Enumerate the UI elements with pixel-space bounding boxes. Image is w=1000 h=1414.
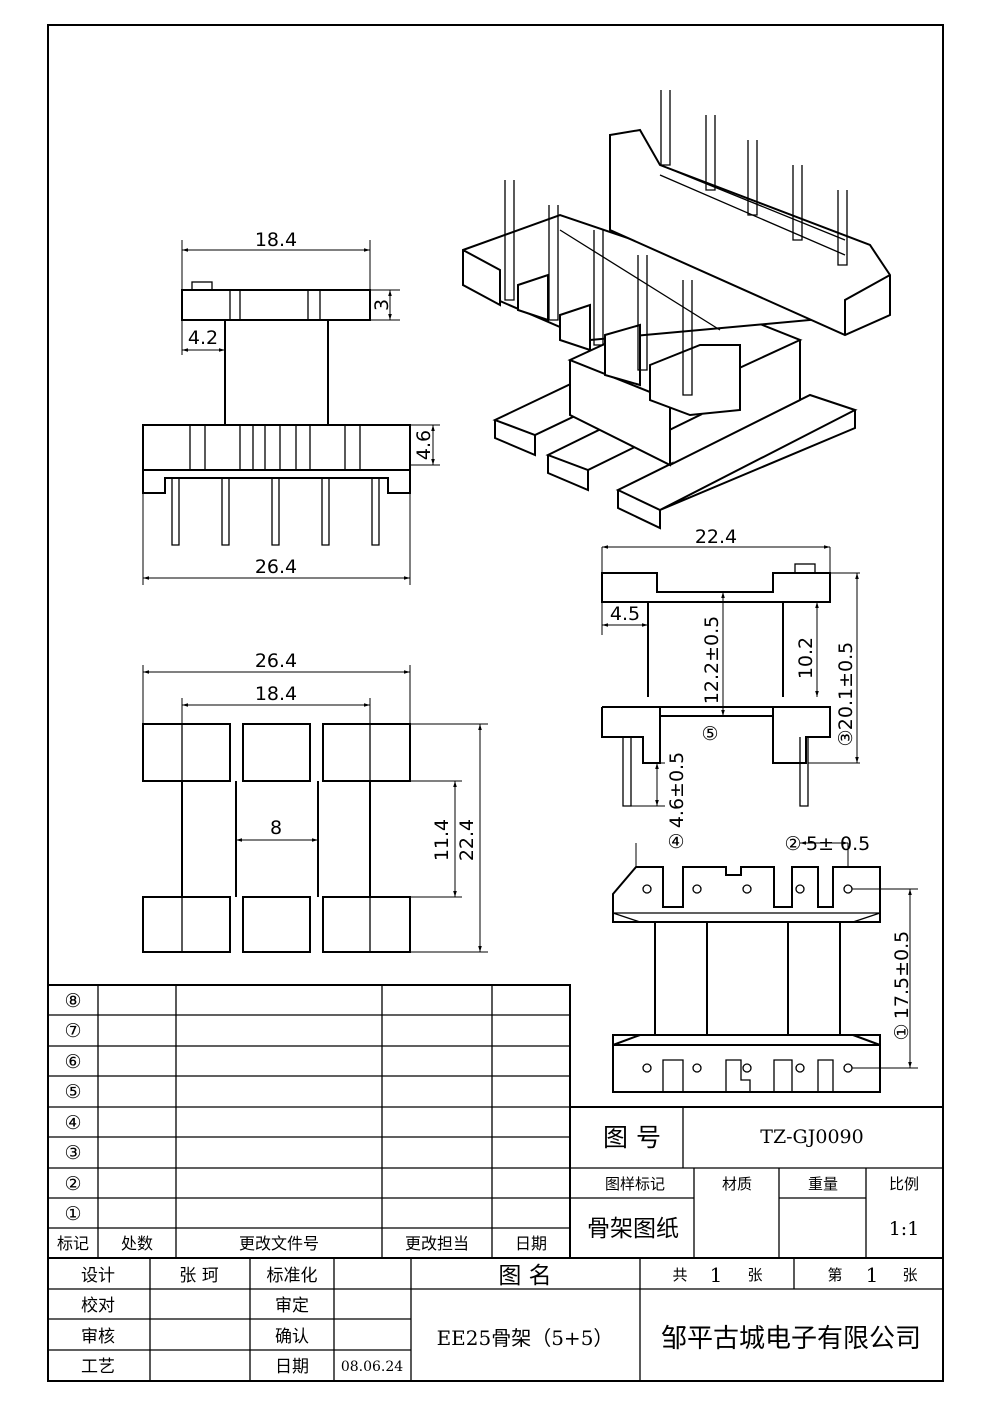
header-weight: 重量: [808, 1175, 838, 1193]
dim-total-height: 20.1±0.5: [835, 642, 857, 730]
dim-overall-depth: 22.4: [456, 819, 478, 861]
company-name: 邹平古城电子有限公司: [661, 1324, 921, 1354]
drawing-no: TZ-GJ0090: [760, 1126, 863, 1148]
revision-row-mark: ⑦: [64, 1020, 81, 1042]
dim-window: 11.4: [431, 819, 453, 861]
confirm-label: 确认: [275, 1327, 309, 1347]
checker-label: 校对: [81, 1296, 115, 1316]
approval-label: 审定: [275, 1296, 309, 1316]
sheets-unit: 张: [747, 1266, 762, 1284]
revision-row-mark: ⑥: [64, 1051, 81, 1073]
scale-value: 1:1: [889, 1218, 920, 1240]
header-mark: 标记: [57, 1234, 89, 1253]
drawing-name-label: 图 名: [498, 1263, 551, 1289]
header-count: 处数: [121, 1234, 153, 1253]
header-sample-mark: 图样标记: [605, 1175, 665, 1193]
sample-mark: 骨架图纸: [587, 1216, 679, 1242]
sheets-total: 1: [710, 1263, 723, 1287]
dim-width-top: 18.4: [255, 229, 297, 251]
sheet-no-prefix: 第: [827, 1266, 842, 1284]
dim-pin-pitch: 5± 0.5: [806, 833, 870, 855]
revision-row-mark: ④: [64, 1112, 81, 1134]
drawing-name: EE25骨架（5+5）: [437, 1326, 614, 1350]
date-value: 08.06.24: [341, 1359, 403, 1375]
revision-row-mark: ⑧: [64, 990, 81, 1012]
reviewer-label: 审核: [81, 1327, 115, 1347]
dim-overall-width: 26.4: [255, 650, 297, 672]
dim-width-base: 26.4: [255, 556, 297, 578]
revision-table: ⑧ ⑦ ⑥ ⑤ ④ ③ ② ① 标记 处数 更改文件号 更改担当 日期: [47, 984, 571, 1259]
plan-view: 26.4 18.4 8 11.4 22.4: [142, 650, 488, 953]
revision-row-mark: ③: [64, 1142, 81, 1164]
side-view: 18.4 3 4.2 4.6 26.4: [142, 229, 440, 585]
mark-1: ①: [891, 1023, 913, 1040]
sheets-total-prefix: 共: [672, 1266, 687, 1284]
title-block: 图 号 TZ-GJ0090 图样标记 材质 重量 比例 骨架图纸 1:1: [569, 1106, 944, 1259]
isometric-view: [462, 90, 891, 530]
dim-window-height: 12.2±0.5: [701, 616, 723, 704]
sheet-no-unit: 张: [902, 1266, 917, 1284]
header-change-doc: 更改文件号: [239, 1234, 319, 1253]
header-date: 日期: [515, 1234, 547, 1253]
standardization-label: 标准化: [267, 1266, 318, 1286]
header-scale: 比例: [889, 1175, 919, 1193]
dim-core-width: 8: [270, 817, 282, 839]
dim-flange-thickness: 3: [371, 299, 393, 311]
sheet-no: 1: [866, 1263, 879, 1287]
front-view: 22.4 4.5 12.2±0.5 10.2 20.1±0.5 ③ ⑤ 4.6±…: [601, 526, 870, 855]
dim-inner-width: 18.4: [255, 683, 297, 705]
approval-block: 设计 张 珂 标准化 校对 审定 审核 确认 工艺 日期 08.06.24 图 …: [47, 1257, 944, 1382]
revision-row-mark: ②: [64, 1173, 81, 1195]
mark-2: ②: [784, 833, 801, 855]
mark-4: ④: [667, 831, 684, 853]
drawing-no-label: 图 号: [603, 1123, 661, 1152]
dim-pin-row-spacing: 17.5±0.5: [891, 931, 913, 1019]
designer-label: 设计: [81, 1266, 115, 1286]
dim-front-offset: 4.5: [610, 603, 640, 625]
date-label: 日期: [275, 1357, 309, 1377]
mark-3: ③: [835, 729, 857, 746]
dim-pin-length: 4.6±0.5: [666, 752, 688, 828]
dim-front-width: 22.4: [695, 526, 737, 548]
dim-offset: 4.2: [188, 327, 218, 349]
bottom-view: 17.5±0.5 ①: [612, 841, 918, 1093]
header-change-owner: 更改担当: [405, 1234, 469, 1253]
process-label: 工艺: [81, 1357, 115, 1377]
dim-inner-height: 10.2: [795, 637, 817, 679]
revision-row-mark: ⑤: [64, 1081, 81, 1103]
dim-base-height: 4.6: [413, 430, 435, 460]
revision-row-mark: ①: [64, 1203, 81, 1225]
header-material: 材质: [722, 1175, 752, 1193]
designer-name: 张 珂: [179, 1266, 218, 1286]
mark-5: ⑤: [701, 723, 718, 745]
